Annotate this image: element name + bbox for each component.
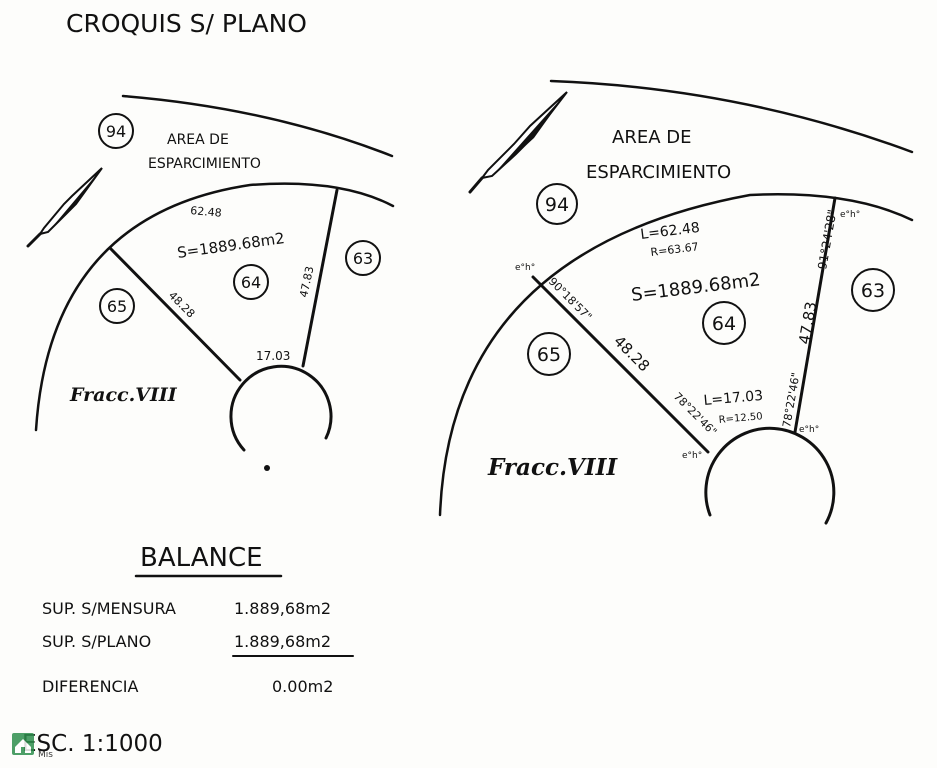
watermark-text: Mis — [38, 750, 53, 760]
right-corner-mark-sw: e°h° — [682, 451, 702, 461]
right-ring-arc — [438, 193, 914, 517]
left-ring-arc — [34, 182, 395, 432]
balance-table: BALANCE SUP. S/MENSURA 1.889,68m2 SUP. S… — [42, 543, 354, 696]
left-lot-65: 65 — [107, 297, 127, 316]
left-north-arrow-icon — [26, 167, 103, 248]
right-area-label-2: ESPARCIMIENTO — [586, 162, 731, 183]
left-fraccion: Fracc.VIII — [69, 384, 178, 406]
balance-row-value: 1.889,68m2 — [234, 599, 331, 618]
balance-row-label: DIFERENCIA — [42, 677, 138, 696]
left-lot-line-east — [301, 188, 339, 368]
left-lot-94: 94 — [106, 122, 126, 141]
right-angle-right-top: 91°24'28" — [815, 208, 839, 270]
left-dim-left: 48.28 — [166, 289, 197, 320]
right-dim-right: 47.83 — [795, 300, 820, 345]
right-corner-mark-nw: e°h° — [515, 263, 535, 273]
left-lot-63: 63 — [353, 249, 373, 268]
left-lot-64: 64 — [241, 273, 261, 292]
right-bottom-length: L=17.03 — [703, 388, 764, 409]
right-lot-64: 64 — [712, 313, 736, 335]
balance-row-value: 1.889,68m2 — [234, 632, 331, 651]
balance-row-value: 0.00m2 — [272, 677, 333, 696]
right-corner-mark-ne: e°h° — [840, 210, 860, 220]
right-lot-64-circle — [702, 301, 746, 345]
left-area-label-2: ESPARCIMIENTO — [148, 156, 261, 172]
left-lot-63-circle — [345, 240, 381, 276]
balance-row-label: SUP. S/MENSURA — [42, 599, 176, 618]
balance-title: BALANCE — [140, 543, 263, 573]
right-top-boundary — [549, 79, 914, 154]
right-lot-line-west — [531, 275, 710, 454]
right-lot-65-circle — [527, 332, 571, 376]
left-dot — [264, 465, 270, 471]
left-area-label-1: AREA DE — [167, 132, 229, 148]
left-top-boundary — [121, 94, 394, 158]
right-bottom-radius: R=12.50 — [718, 411, 763, 426]
right-area-label-1: AREA DE — [612, 127, 691, 148]
right-arc-radius: R=63.67 — [650, 240, 700, 259]
left-lot-65-circle — [99, 288, 135, 324]
left-lot-64-circle — [233, 264, 269, 300]
balance-row-label: SUP. S/PLANO — [42, 632, 151, 651]
right-cul-de-sac — [704, 426, 836, 525]
right-lot-63-circle — [851, 268, 895, 312]
left-dim-right: 47.83 — [297, 265, 316, 299]
watermark-logo: Mis — [12, 733, 53, 760]
right-surface: S=1889.68m2 — [630, 269, 762, 306]
left-dim-arc: 62.48 — [190, 204, 223, 220]
left-cul-de-sac — [229, 364, 333, 452]
right-lot-94-circle — [536, 183, 578, 225]
left-surface: S=1889.68m2 — [176, 229, 286, 262]
left-lot-line-west — [108, 246, 242, 382]
left-lot-94-circle — [98, 113, 134, 149]
right-sketch: 94 63 64 65 AREA DE ESPARCIMIENTO S=1889… — [438, 79, 914, 525]
right-lot-line-east — [793, 196, 837, 434]
right-lot-94: 94 — [545, 194, 569, 216]
right-dim-left: 48.28 — [610, 332, 653, 375]
left-sketch: 94 63 64 65 AREA DE ESPARCIMIENTO S=1889… — [26, 94, 395, 471]
right-corner-mark-se: e°h° — [799, 425, 819, 435]
left-dim-bottom: 17.03 — [256, 349, 290, 363]
right-fraccion: Fracc.VIII — [487, 454, 618, 481]
right-lot-65: 65 — [537, 344, 561, 366]
right-lot-63: 63 — [861, 280, 885, 302]
right-north-arrow-icon — [468, 91, 568, 194]
right-arc-length: L=62.48 — [640, 220, 701, 243]
scale-label: ESC. 1:1000 — [22, 731, 163, 757]
page-title: CROQUIS S/ PLANO — [66, 9, 307, 38]
